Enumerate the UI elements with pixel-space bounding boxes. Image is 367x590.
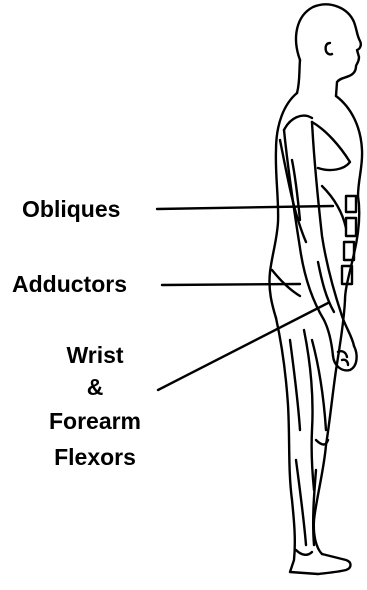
forearm-label: Forearm — [49, 410, 141, 433]
ampersand-label: & — [87, 376, 104, 399]
pectoral-line — [312, 122, 350, 170]
obliques-leader — [157, 206, 333, 209]
inner-leg — [304, 330, 314, 490]
lat-line — [280, 140, 306, 242]
calf-line — [296, 460, 306, 545]
adductors-leader — [162, 284, 300, 285]
obliques-label: Obliques — [22, 198, 120, 221]
ankle-line — [296, 550, 312, 555]
adductors-label: Adductors — [12, 273, 127, 296]
wrist-label: Wrist — [66, 344, 123, 367]
wrist-forearm-leader — [158, 303, 328, 390]
quad-line — [312, 340, 326, 430]
head-outline — [296, 4, 361, 96]
ab-segment — [346, 218, 356, 236]
ab-segment — [346, 196, 356, 212]
hamstring-line — [290, 340, 300, 430]
deltoid-line — [284, 116, 312, 130]
neck-back — [297, 60, 300, 93]
ear-outline — [326, 43, 332, 54]
flexors-label: Flexors — [54, 446, 136, 469]
